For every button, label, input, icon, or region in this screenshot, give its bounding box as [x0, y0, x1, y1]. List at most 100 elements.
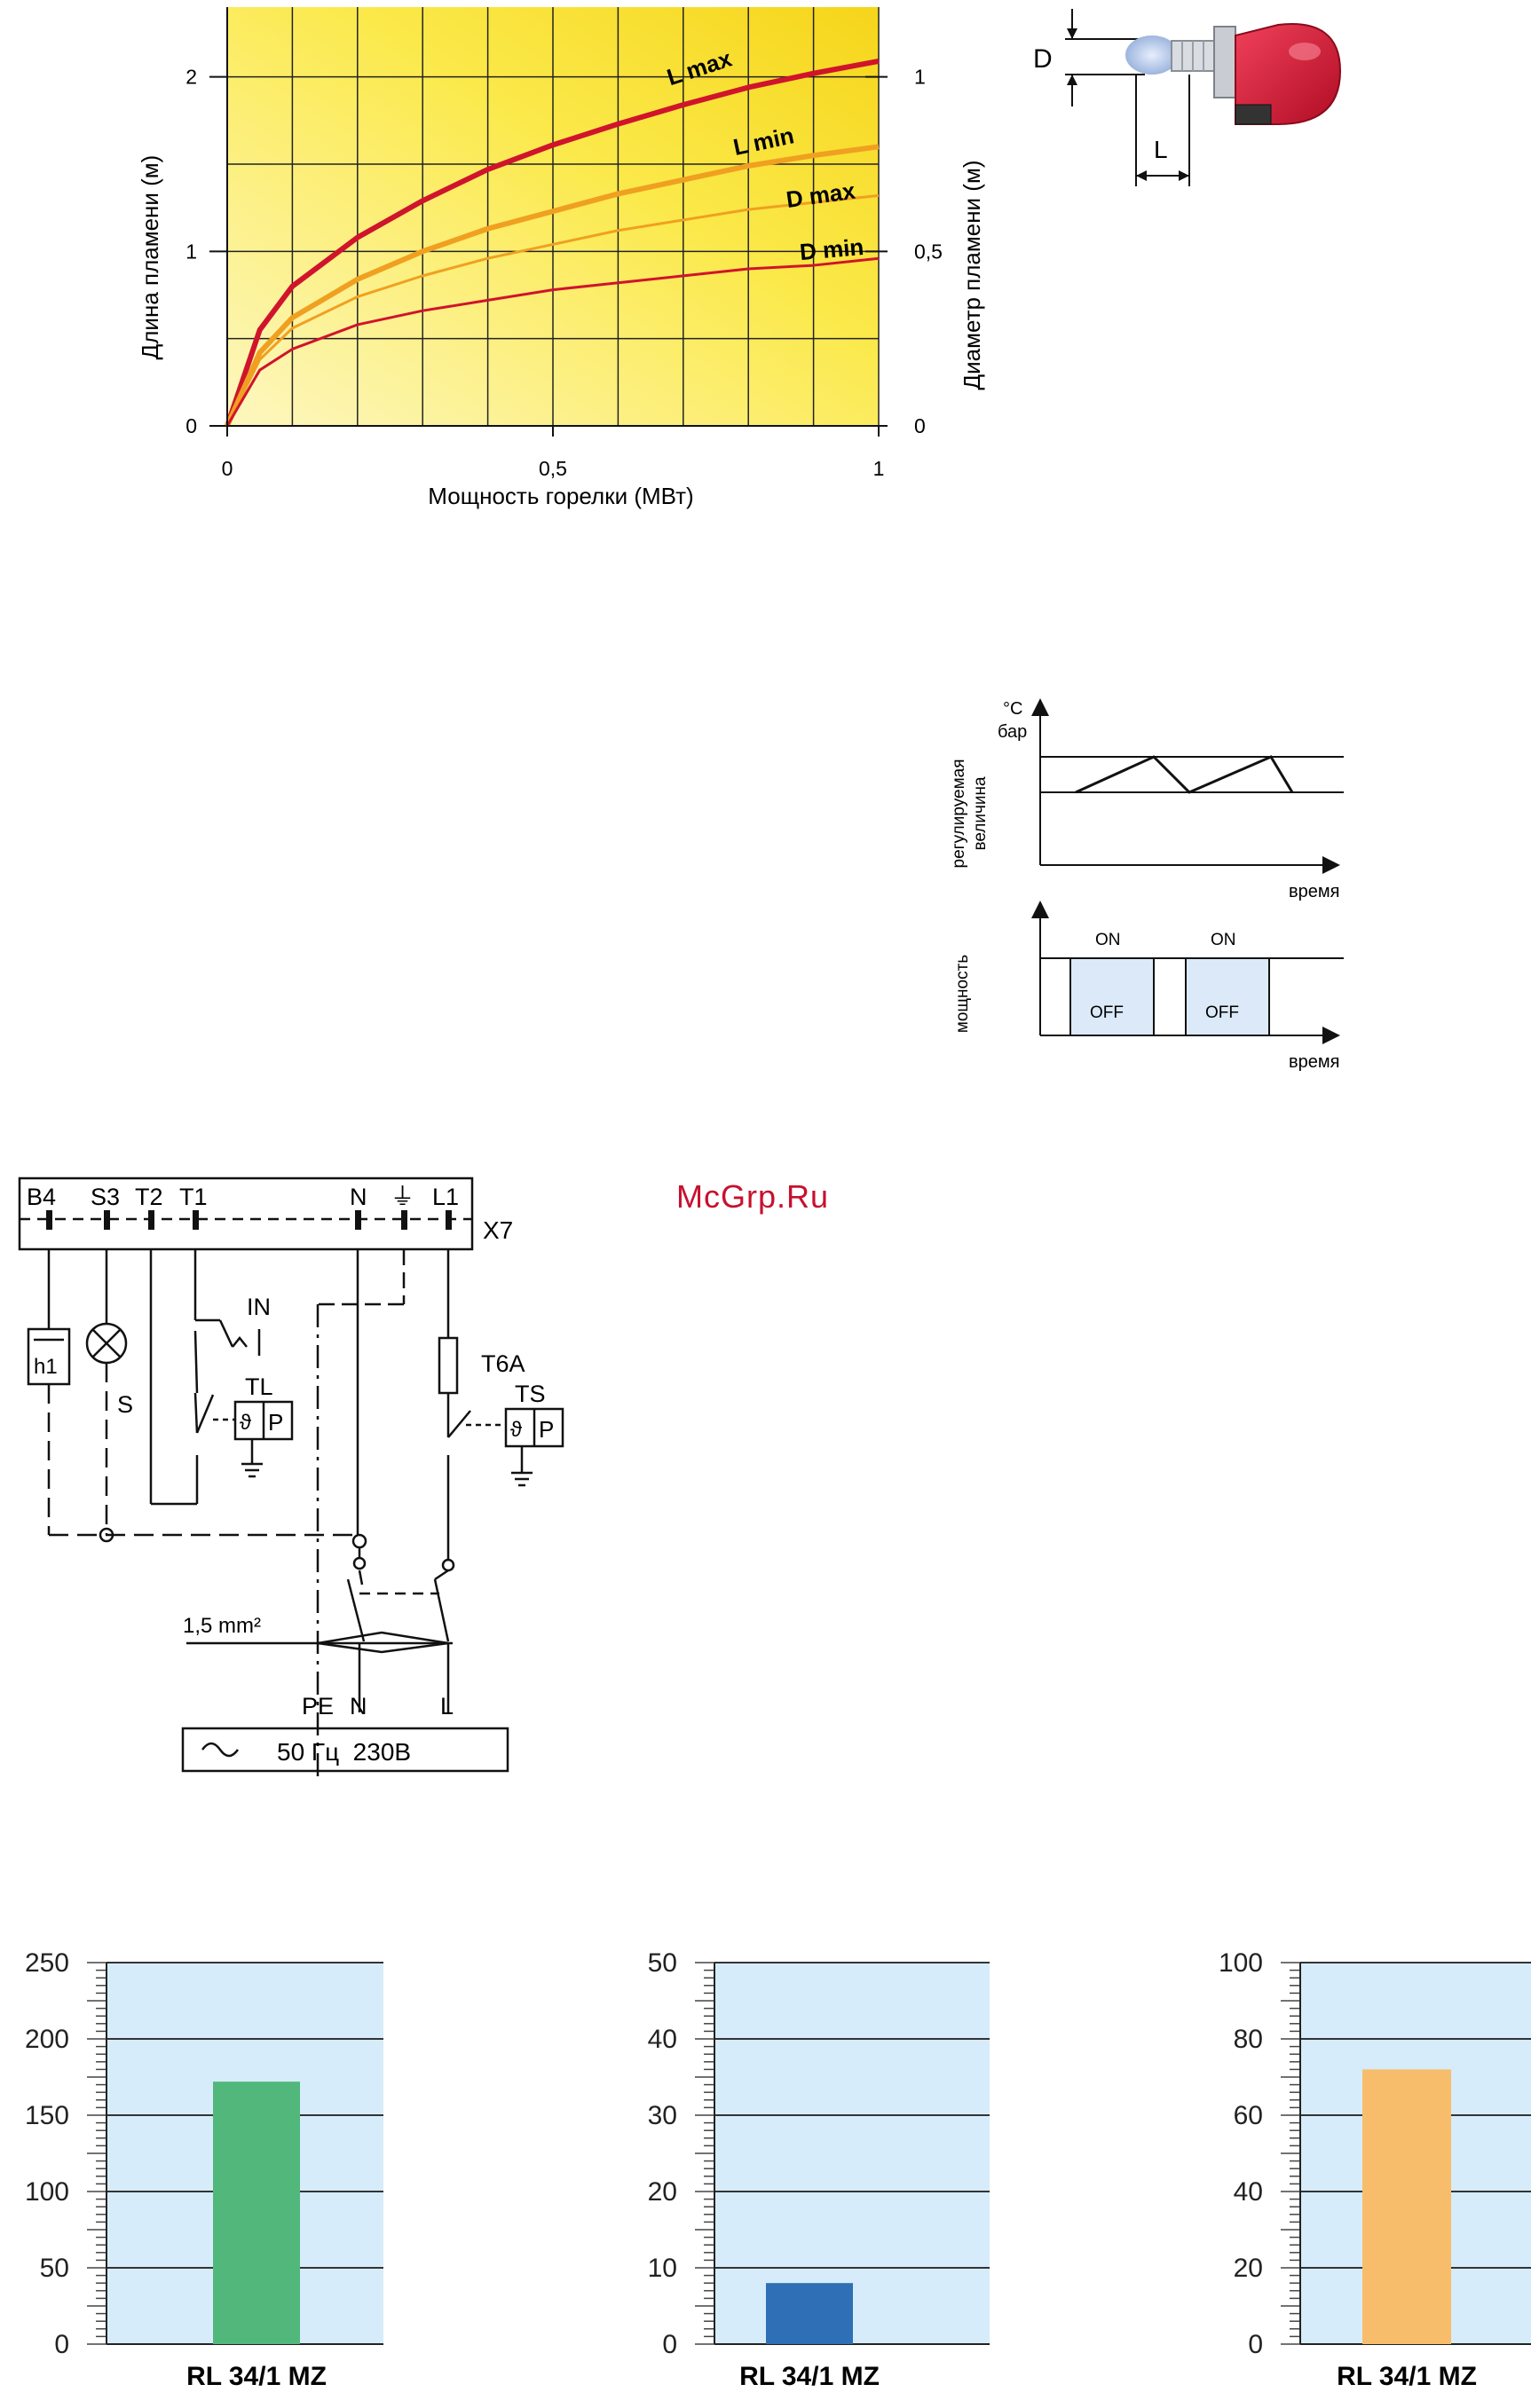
flame-shape [1125, 35, 1179, 75]
block-label: X7 [483, 1216, 513, 1244]
l-label: L [440, 1693, 454, 1719]
y-tick-label: 250 [25, 1948, 69, 1978]
terminal-b4: B4 [27, 1184, 56, 1210]
y-tick-label: 40 [1234, 2177, 1263, 2207]
y-tick-label: 60 [1234, 2101, 1263, 2130]
top-y-label-2: величина [971, 776, 990, 851]
d-label: D [1033, 44, 1053, 74]
ts-label: TS [515, 1381, 546, 1407]
tl-label: TL [245, 1373, 273, 1400]
off-label-2: OFF [1205, 1003, 1239, 1022]
y-left-tick-label: 2 [185, 66, 197, 89]
bar-chart-1: 0 50 100 150 200 250 RL 34/1 MZ [25, 1948, 383, 2391]
series-l-min-line [225, 144, 880, 428]
y-tick-label: 0 [1248, 2330, 1263, 2359]
y-tick-label: 50 [40, 2254, 69, 2283]
ts-p-label: P [539, 1416, 554, 1443]
category-label: RL 34/1 MZ [1337, 2362, 1477, 2391]
terminal-t2: T2 [135, 1184, 163, 1210]
top-unit-label-2: бар [998, 722, 1027, 742]
y-tick-label: 20 [648, 2177, 677, 2207]
bottom-x-label: время [1289, 1052, 1339, 1072]
terminal-l1: L1 [432, 1184, 459, 1210]
tl-p-label: P [268, 1409, 283, 1436]
y-tick-label: 40 [648, 2025, 677, 2054]
arrow-left-icon [1136, 170, 1147, 181]
fuse-label: T6A [481, 1350, 525, 1377]
x-tick-label: 0,5 [539, 457, 567, 480]
terminal-block [18, 1176, 474, 1251]
bottom-y-label: мощность [953, 955, 972, 1034]
y-tick-label: 80 [1234, 2025, 1263, 2054]
control-chart: °C бар регулируемая величина время ON ON… [950, 698, 1344, 1072]
category-label: RL 34/1 MZ [739, 2362, 880, 2391]
y-right-tick-label: 1 [914, 66, 926, 89]
n-label: N [350, 1693, 367, 1719]
y-tick-label: 50 [648, 1948, 677, 1978]
y-tick-label: 100 [1219, 1948, 1263, 1978]
y-tick-label: 150 [25, 2101, 69, 2130]
pe-label: PE [302, 1693, 334, 1719]
top-unit-label: °C [1003, 699, 1022, 719]
regulated-value-line [1075, 755, 1294, 794]
x-tick-label: 0 [222, 457, 233, 480]
y-tick-label: 200 [25, 2025, 69, 2054]
y-tick-label: 10 [648, 2254, 677, 2283]
arrow-down-icon [1067, 28, 1077, 39]
series-label-d-min: D min [799, 233, 865, 265]
in-label: IN [247, 1294, 271, 1320]
wiring-diagram: B4 S3 T2 T1 N ⏚ L1 X7 [18, 1176, 564, 1783]
axis-ticks: 0 0,5 1 0 1 2 0 0,5 1 [185, 66, 943, 480]
y-tick-label: 0 [662, 2330, 677, 2359]
bar [766, 2283, 853, 2344]
supply-label: 50 Гц 230В [277, 1738, 411, 1766]
series-d-max-line [225, 193, 880, 427]
y-tick-label: 100 [25, 2177, 69, 2207]
ts-sensor-icon: ϑ [510, 1418, 522, 1442]
on-label-1: ON [1095, 931, 1121, 949]
y-left-tick-label: 0 [185, 414, 197, 437]
off-interval-1 [1069, 957, 1155, 1036]
arrow-right-icon [1179, 170, 1189, 181]
bar-chart-3: 0 20 40 60 80 100 RL 34/1 MZ [1219, 1948, 1531, 2391]
l-label: L [1154, 136, 1168, 163]
wire-size-label: 1,5 mm² [183, 1614, 261, 1638]
y-axis-label-right: Диаметр пламени (м) [959, 161, 985, 390]
burner-diagram: D L [1033, 9, 1342, 186]
x-tick-label: 1 [873, 457, 885, 480]
s-label: S [117, 1391, 133, 1418]
bar-chart-2: 0 10 20 30 40 50 RL 34/1 MZ [648, 1948, 990, 2391]
off-label-1: OFF [1090, 1003, 1124, 1022]
y-axis-label-left: Длина пламени (м) [137, 155, 163, 360]
series-d-min-line [225, 256, 880, 427]
y-tick-label: 30 [648, 2101, 677, 2130]
ground-icon: ⏚ [391, 1184, 414, 1210]
x-axis-label: Мощность горелки (МВт) [428, 483, 693, 509]
top-x-label: время [1289, 882, 1339, 901]
off-interval-2 [1185, 957, 1270, 1036]
tl-sensor-icon: ϑ [240, 1411, 251, 1435]
h1-label: h1 [34, 1355, 58, 1379]
plot-grid [227, 7, 880, 426]
series-l-max-line [225, 59, 880, 427]
arrow-up-icon [1067, 75, 1077, 85]
top-y-label: регулируемая [950, 759, 968, 869]
category-label: RL 34/1 MZ [186, 2362, 327, 2391]
terminal-t1: T1 [179, 1184, 208, 1210]
flame-series [225, 59, 880, 428]
bar [1362, 2069, 1451, 2344]
y-tick-label: 0 [54, 2330, 69, 2359]
terminal-s3: S3 [91, 1184, 120, 1210]
y-tick-label: 20 [1234, 2254, 1263, 2283]
on-label-2: ON [1211, 931, 1236, 949]
y-right-tick-label: 0 [914, 414, 926, 437]
plot-area [714, 1963, 990, 2344]
supply-box [181, 1727, 509, 1773]
y-left-tick-label: 1 [185, 240, 197, 263]
bar [213, 2081, 300, 2344]
terminal-n: N [350, 1184, 367, 1210]
ac-sine-icon [201, 1742, 240, 1758]
fuse-t6a [438, 1336, 459, 1395]
y-right-tick-label: 0,5 [914, 240, 943, 263]
